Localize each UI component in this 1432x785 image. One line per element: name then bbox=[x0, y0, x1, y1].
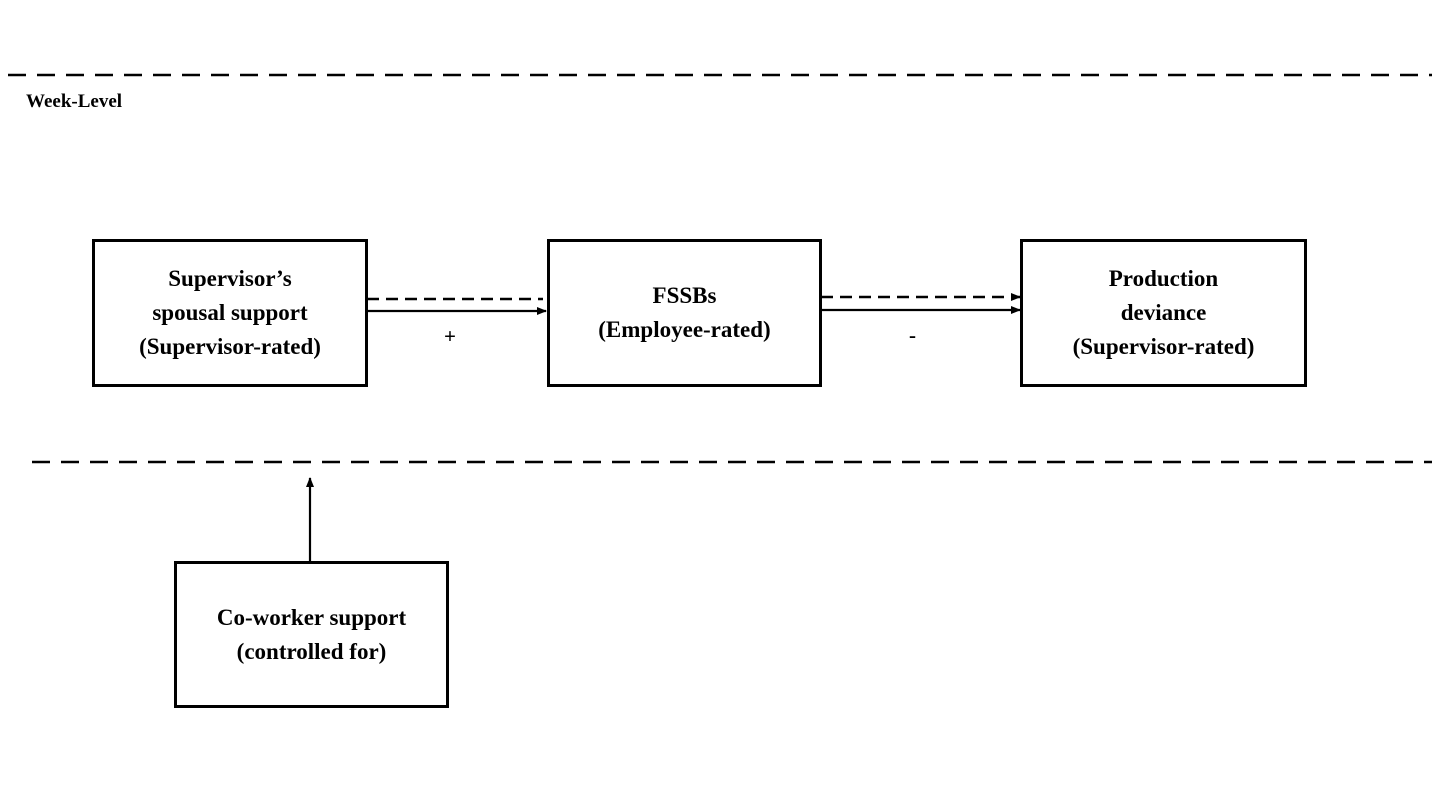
fssbs-box: FSSBs (Employee-rated) bbox=[547, 239, 822, 387]
node-line: Production bbox=[1108, 266, 1219, 291]
node-line: FSSBs bbox=[652, 283, 717, 308]
node-line: spousal support bbox=[152, 300, 308, 325]
production-deviance-box: Production deviance (Supervisor-rated) bbox=[1020, 239, 1307, 387]
node-line: (Employee-rated) bbox=[598, 317, 771, 342]
positive-path-sign: + bbox=[444, 324, 456, 348]
node-line: Co-worker support bbox=[216, 604, 407, 630]
node-line: Supervisor’s bbox=[168, 266, 292, 291]
negative-path-sign: - bbox=[909, 323, 916, 347]
node-line: deviance bbox=[1120, 300, 1207, 325]
production-deviance-text: Production deviance (Supervisor-rated) bbox=[1073, 262, 1255, 364]
node-line: (Supervisor-rated) bbox=[1072, 334, 1255, 359]
supervisor-spousal-support-text: Supervisor’s spousal support (Supervisor… bbox=[139, 262, 321, 364]
coworker-support-text: Co-worker support (controlled for) bbox=[217, 601, 406, 669]
fssbs-text: FSSBs (Employee-rated) bbox=[598, 279, 770, 347]
node-line: (controlled for) bbox=[236, 638, 387, 664]
supervisor-spousal-support-box: Supervisor’s spousal support (Supervisor… bbox=[92, 239, 368, 387]
node-line: (Supervisor-rated) bbox=[139, 334, 321, 359]
week-level-label: Week-Level bbox=[26, 91, 123, 112]
coworker-support-box: Co-worker support (controlled for) bbox=[174, 561, 449, 708]
